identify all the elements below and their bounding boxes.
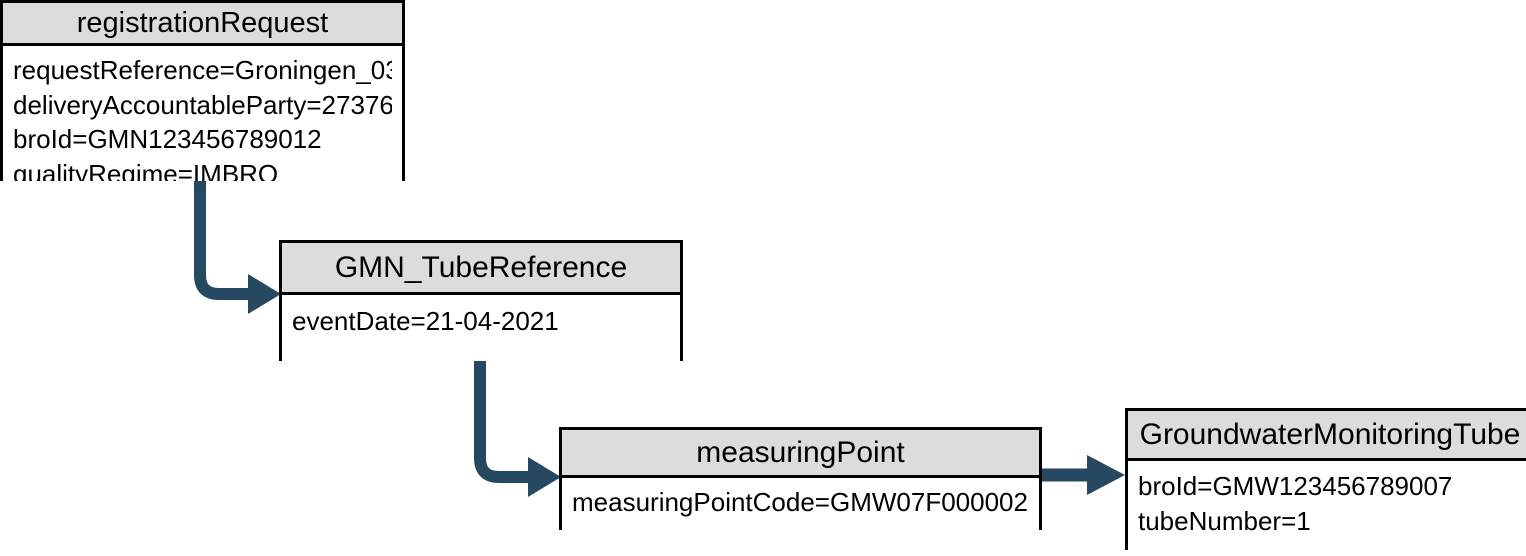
- attribute-row: measuringPointCode=GMW07F000002: [572, 487, 1028, 517]
- attribute-row: qualityRegime=IMBRO: [13, 158, 279, 181]
- connector-line: [474, 358, 533, 483]
- node-groundwater-monitoring-tube[interactable]: GroundwaterMonitoringTube broId=GMW12345…: [1125, 408, 1526, 550]
- attribute-row: tubeNumber=1: [1138, 505, 1311, 536]
- arrowhead-icon: [1087, 455, 1125, 495]
- node-groundwater-monitoring-tube-title: GroundwaterMonitoringTube: [1128, 411, 1526, 461]
- attribute-row: eventDate=21-04-2021: [292, 306, 559, 336]
- connector-line: [194, 178, 253, 300]
- connector-registrationrequest-to-gmn-tubereference: [160, 170, 310, 320]
- node-measuring-point-title: measuringPoint: [562, 430, 1039, 478]
- node-groundwater-monitoring-tube-attributes: broId=GMW123456789007 tubeNumber=1: [1128, 461, 1526, 550]
- node-gmn-tube-reference[interactable]: GMN_TubeReference eventDate=21-04-2021: [279, 240, 683, 361]
- arrowhead-icon: [248, 274, 281, 314]
- attribute-row: requestReference=Groningen_03: [13, 55, 392, 85]
- attribute-row: deliveryAccountableParty=2737665: [13, 89, 392, 120]
- connector-measuringpoint-to-groundwatermonitoringtube: [1030, 445, 1140, 505]
- node-measuring-point[interactable]: measuringPoint measuringPointCode=GMW07F…: [559, 427, 1042, 530]
- arrowhead-icon: [528, 457, 561, 497]
- node-gmn-tube-reference-title: GMN_TubeReference: [282, 243, 680, 295]
- attribute-row: broId=GMN123456789012: [13, 124, 322, 155]
- node-gmn-tube-reference-attributes: eventDate=21-04-2021: [282, 295, 680, 361]
- attribute-row: broId=GMW123456789007: [1138, 471, 1453, 501]
- node-registration-request-title: registrationRequest: [3, 3, 402, 46]
- connector-gmn-tubereference-to-measuringpoint: [440, 350, 590, 510]
- node-registration-request-attributes: requestReference=Groningen_03 deliveryAc…: [3, 46, 402, 181]
- node-measuring-point-attributes: measuringPointCode=GMW07F000002: [562, 478, 1039, 530]
- node-registration-request[interactable]: registrationRequest requestReference=Gro…: [0, 0, 405, 181]
